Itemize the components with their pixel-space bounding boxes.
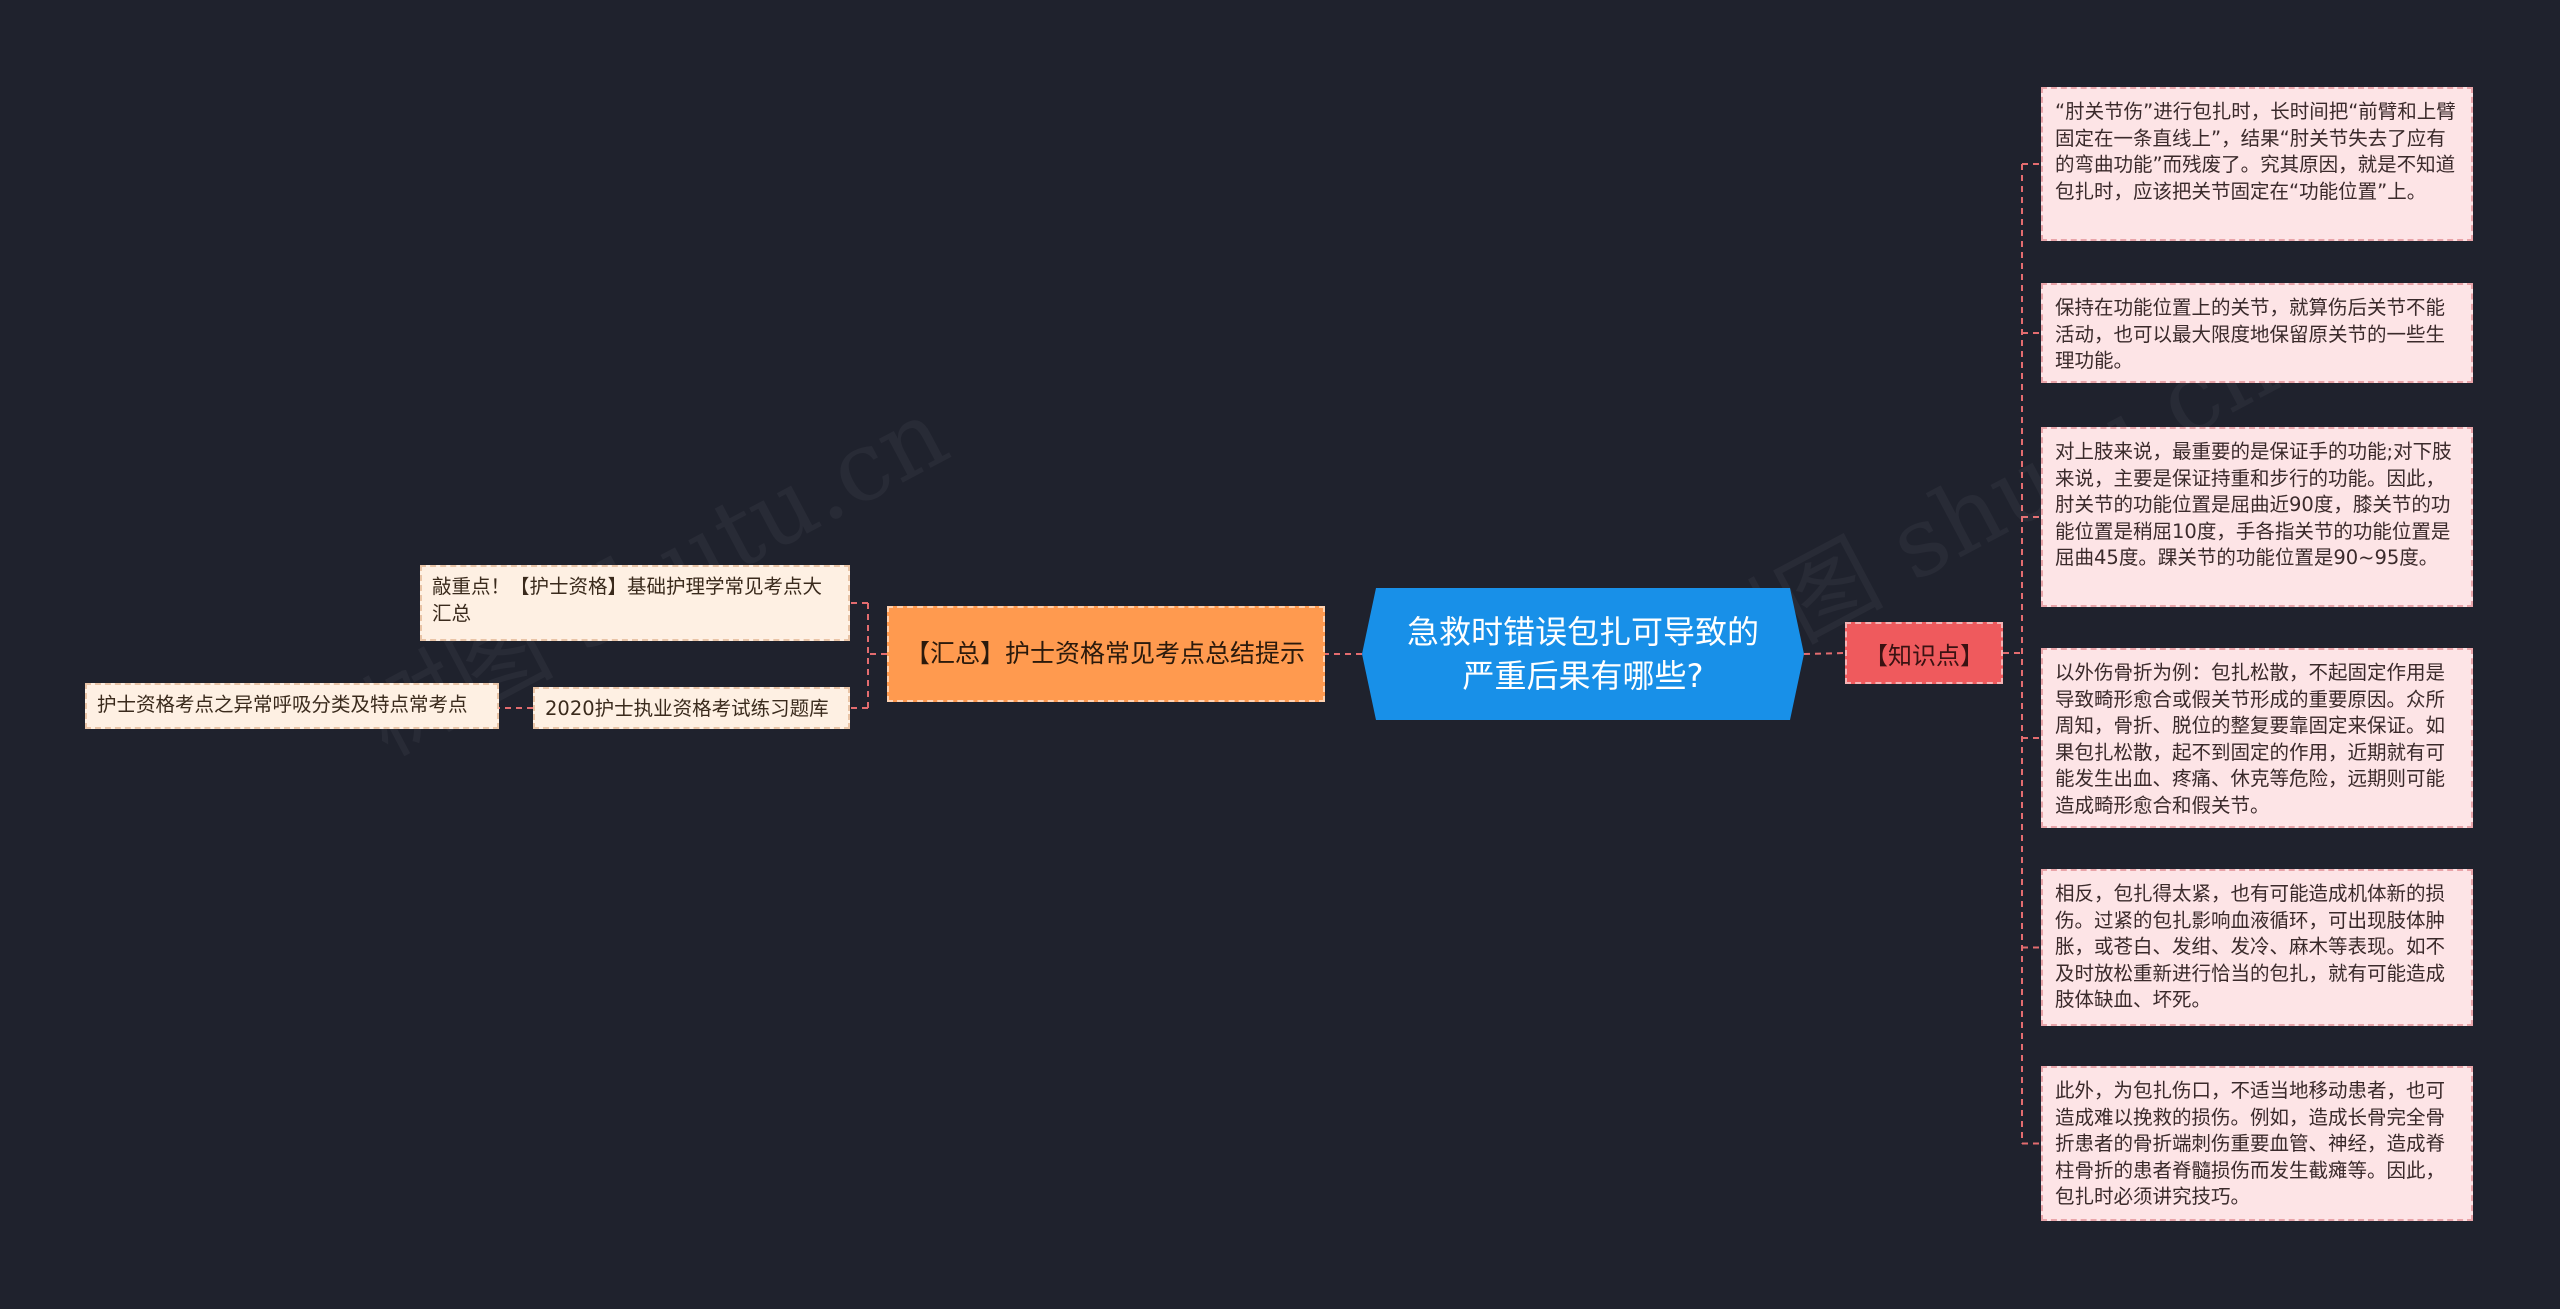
knowledge-tag[interactable]: 【知识点】 [1845,622,2003,684]
knowledge-item[interactable]: 以外伤骨折为例：包扎松散，不起固定作用是导致畸形愈合或假关节形成的重要原因。众所… [2041,648,2473,828]
knowledge-item[interactable]: 相反，包扎得太紧，也有可能造成机体新的损伤。过紧的包扎影响血液循环，可出现肢体肿… [2041,869,2473,1026]
related-link-item[interactable]: 护士资格考点之异常呼吸分类及特点常考点 [85,683,499,729]
knowledge-item[interactable]: 对上肢来说，最重要的是保证手的功能;对下肢来说，主要是保证持重和步行的功能。因此… [2041,427,2473,607]
central-topic[interactable]: 急救时错误包扎可导致的严重后果有哪些? [1362,588,1804,720]
knowledge-item[interactable]: “肘关节伤”进行包扎时，长时间把“前臂和上臂固定在一条直线上”，结果“肘关节失去… [2041,87,2473,241]
knowledge-item[interactable]: 此外，为包扎伤口，不适当地移动患者，也可造成难以挽救的损伤。例如，造成长骨完全骨… [2041,1066,2473,1221]
connector-line [1803,652,1846,655]
knowledge-item[interactable]: 保持在功能位置上的关节，就算伤后关节不能活动，也可以最大限度地保留原关节的一些生… [2041,283,2473,383]
related-link-item[interactable]: 2020护士执业资格考试练习题库 [533,687,850,729]
related-link-item[interactable]: 敲重点！【护士资格】基础护理学常见考点大汇总 [420,565,850,641]
summary-topic[interactable]: 【汇总】护士资格常见考点总结提示 [887,606,1325,702]
